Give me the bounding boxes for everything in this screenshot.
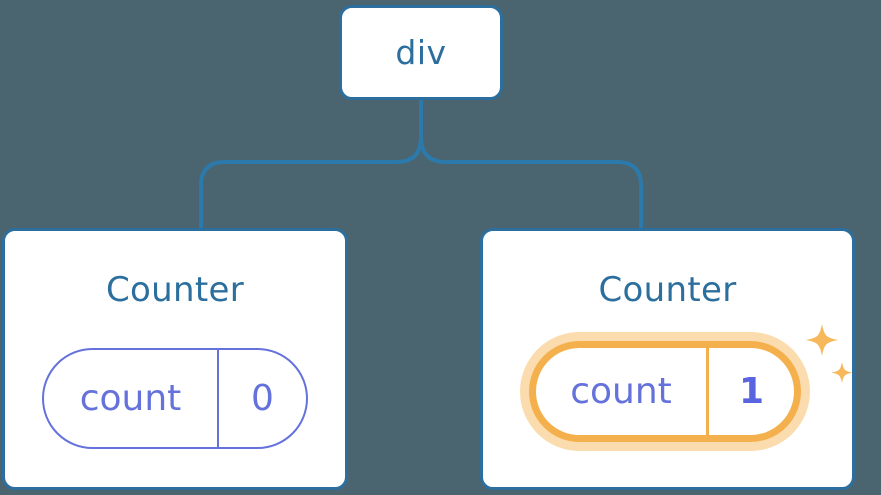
- node-counter-left-label: Counter: [106, 270, 244, 310]
- state-pill-key: count: [44, 350, 219, 447]
- state-pill-count-1-highlighted[interactable]: count 1: [520, 332, 810, 451]
- node-div[interactable]: div: [339, 5, 503, 100]
- state-pill-value: 1: [738, 370, 765, 412]
- state-pill-count-0[interactable]: count 0: [42, 348, 308, 449]
- state-pill-value: 0: [251, 377, 274, 419]
- state-pill-key: count: [536, 348, 709, 435]
- state-pill-body: count 0: [42, 348, 308, 449]
- state-pill-glow: count 1: [520, 332, 810, 451]
- node-counter-right-label: Counter: [598, 270, 737, 310]
- node-div-label: div: [395, 33, 447, 72]
- state-pill-body: count 1: [529, 341, 801, 442]
